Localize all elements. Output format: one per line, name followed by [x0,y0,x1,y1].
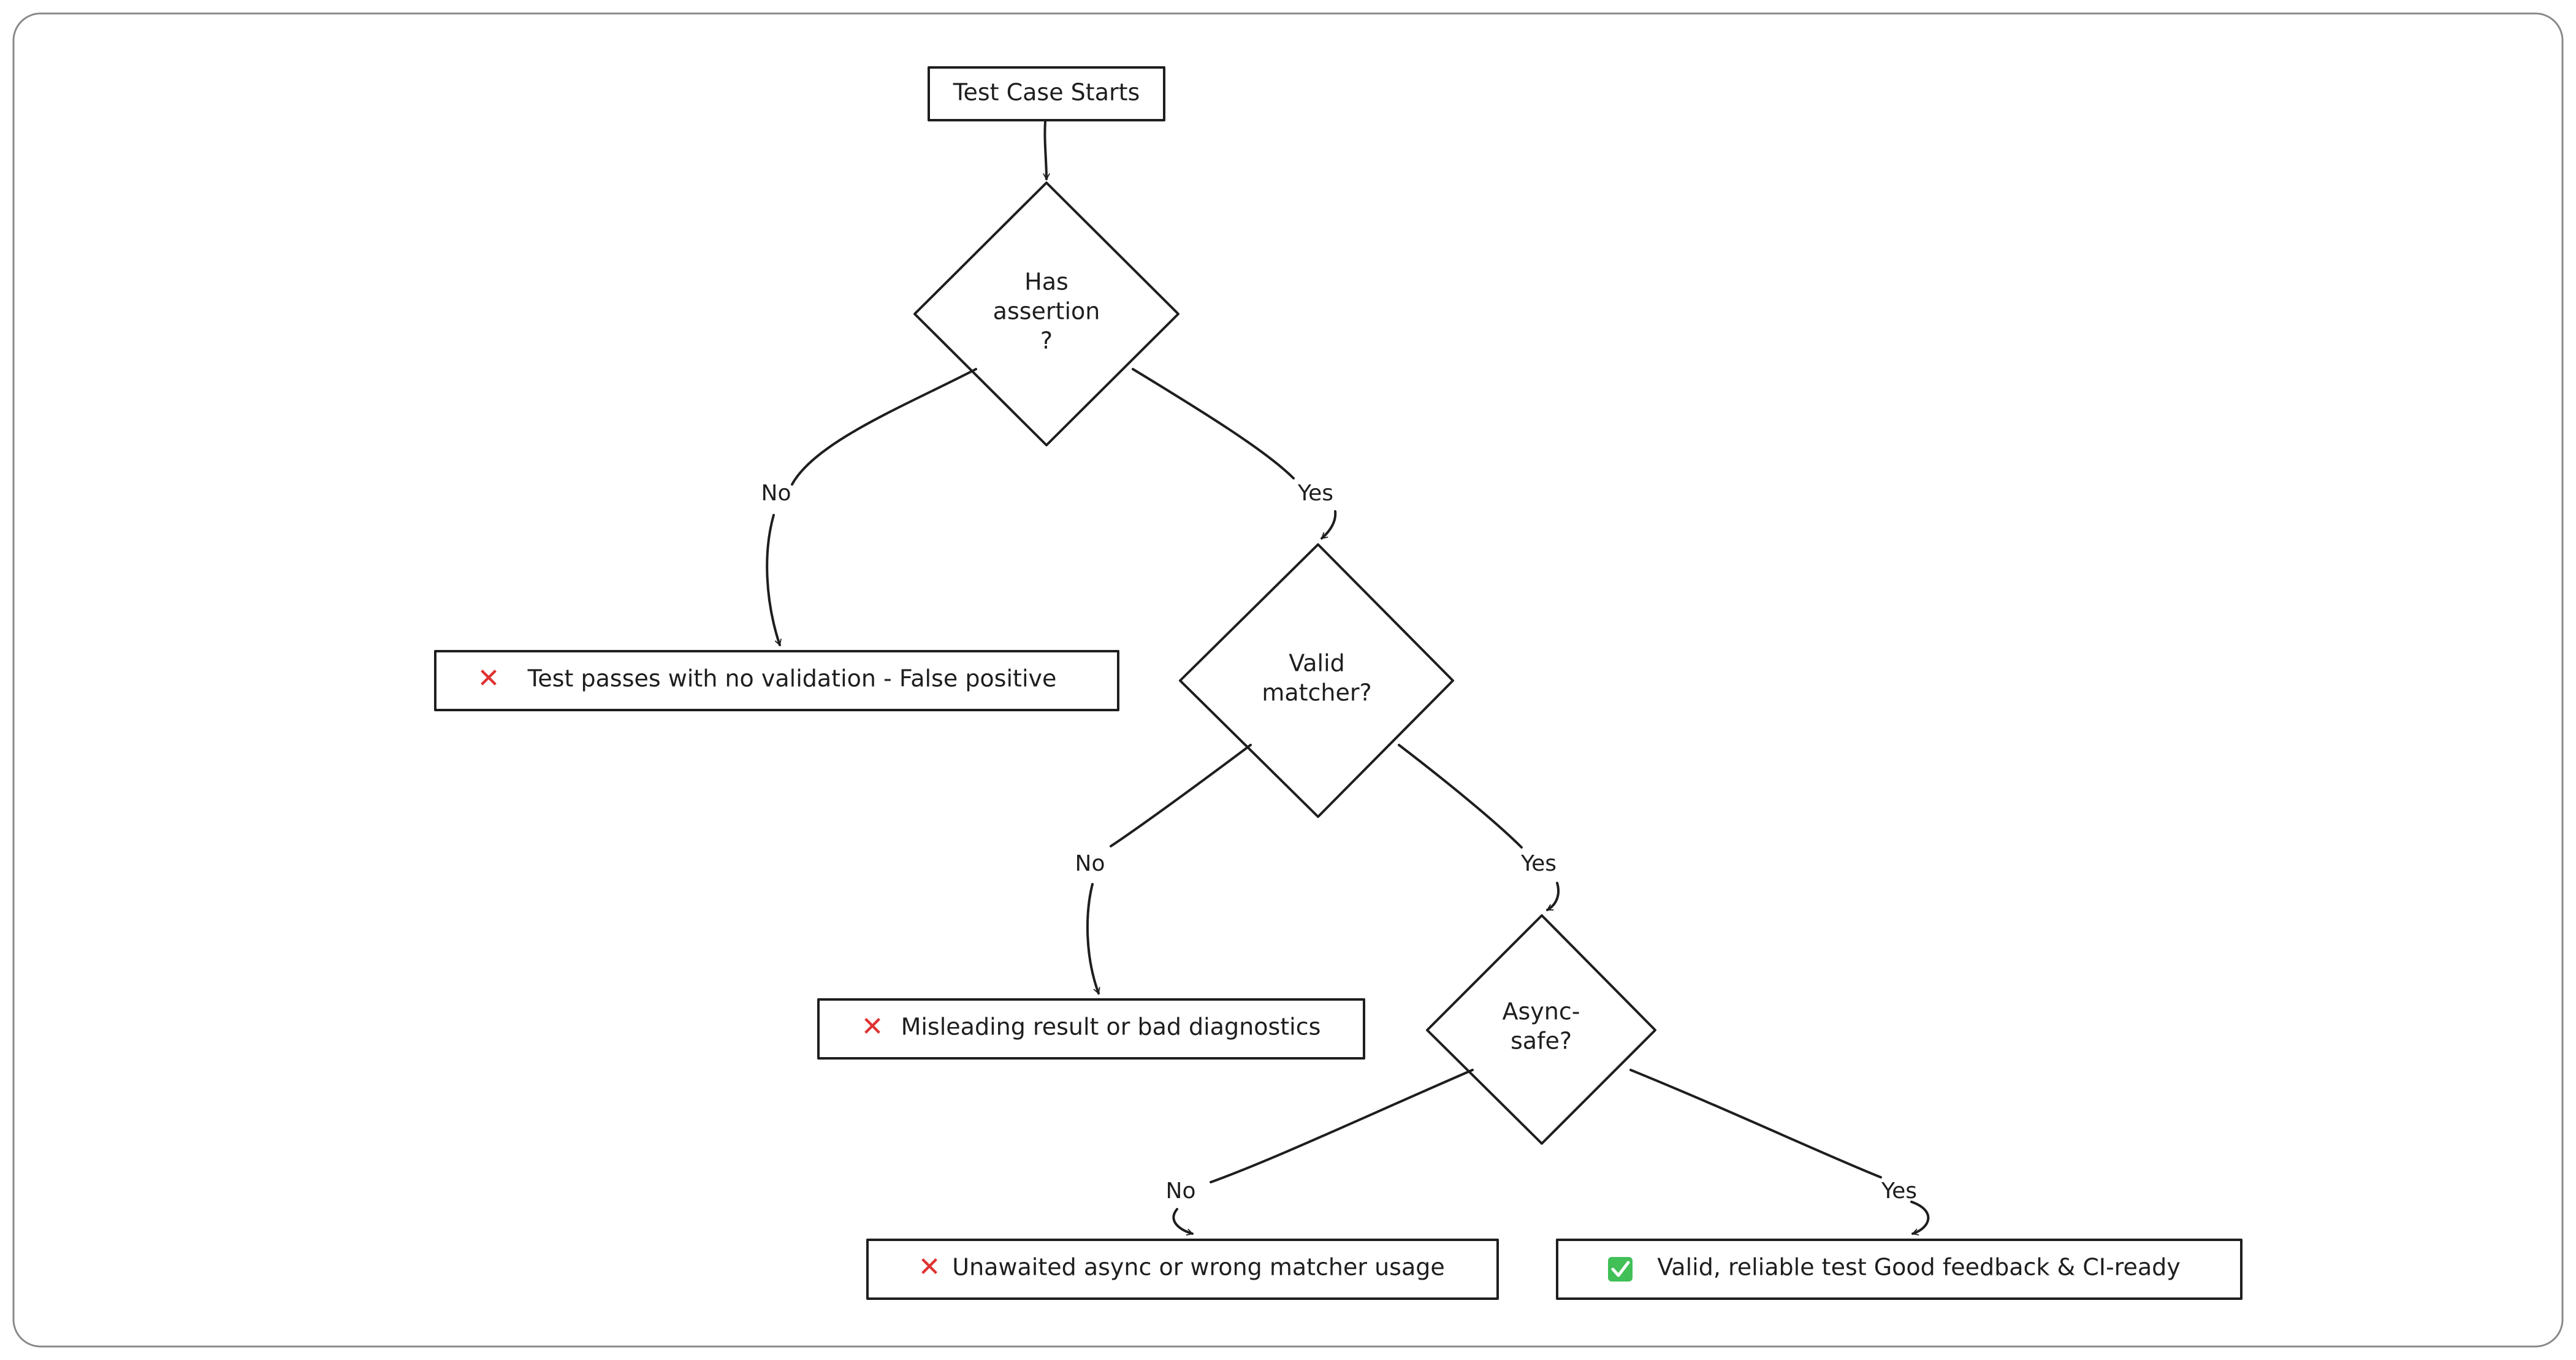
edge-async-no [1210,1069,1474,1183]
outcome-box [866,1239,1499,1300]
outcome-box [434,650,1119,711]
cross-mark-icon: ✕ [918,1251,941,1283]
edge-label-yes: Yes [1297,481,1333,506]
edge-label-no: No [1166,1179,1196,1204]
edge-assertion-no-arrow [766,514,782,646]
start-node-label: Test Case Starts [953,79,1140,106]
outcome-false-positive: ✕ Test passes with no validation - False… [434,650,1119,711]
edge-assertion-yes [1132,368,1295,479]
decision-line: matcher? [1262,679,1371,706]
start-node: Test Case Starts [928,66,1165,121]
edge-label-yes: Yes [1520,851,1557,876]
decision-diamond [1179,543,1454,818]
edge-matcher-yes [1398,744,1523,849]
edge-start-to-assertion [1043,120,1050,180]
edge-label-yes: Yes [1881,1179,1917,1204]
decision-line: Async- [1503,998,1580,1025]
edge-matcher-yes-arrow [1546,882,1560,911]
decision-line: safe? [1511,1028,1572,1055]
decision-line: ? [1040,327,1053,354]
decision-diamond [913,181,1179,446]
decision-line: assertion [993,298,1100,325]
edge-assertion-yes-arrow [1320,510,1337,540]
check-mark-icon [1608,1257,1633,1282]
decision-async-safe: Async- safe? [1426,914,1656,1145]
outcome-label: Unawaited async or wrong matcher usage [952,1254,1445,1281]
edge-async-yes-arrow [1910,1201,1930,1236]
decision-line: Has [1024,269,1069,296]
outcome-box [1556,1239,2243,1300]
outcome-label: Test passes with no validation - False p… [527,665,1057,692]
decision-diamond [1426,914,1656,1145]
edge-matcher-no-arrow [1086,883,1100,995]
edge-assertion-no [791,368,977,486]
decision-line: Valid [1289,650,1345,677]
decision-has-assertion: Has assertion ? [913,181,1179,446]
edge-matcher-no [1110,744,1252,847]
start-node-box [928,66,1165,121]
outcome-misleading: ✕ Misleading result or bad diagnostics [817,998,1365,1060]
edge-label-no: No [1075,851,1105,876]
decision-valid-matcher: Valid matcher? [1179,543,1454,818]
cross-mark-icon: ✕ [478,663,500,694]
outcome-label: Misleading result or bad diagnostics [901,1014,1321,1041]
outcome-valid: Valid, reliable test Good feedback & CI-… [1556,1239,2243,1300]
edge-async-yes [1629,1069,1882,1179]
edge-async-no-arrow [1172,1208,1194,1236]
outcome-box [817,998,1365,1060]
cross-mark-icon: ✕ [861,1011,884,1042]
outcome-unawaited: ✕ Unawaited async or wrong matcher usage [866,1239,1499,1300]
edge-label-no: No [761,481,791,506]
outcome-label: Valid, reliable test Good feedback & CI-… [1657,1254,2181,1281]
